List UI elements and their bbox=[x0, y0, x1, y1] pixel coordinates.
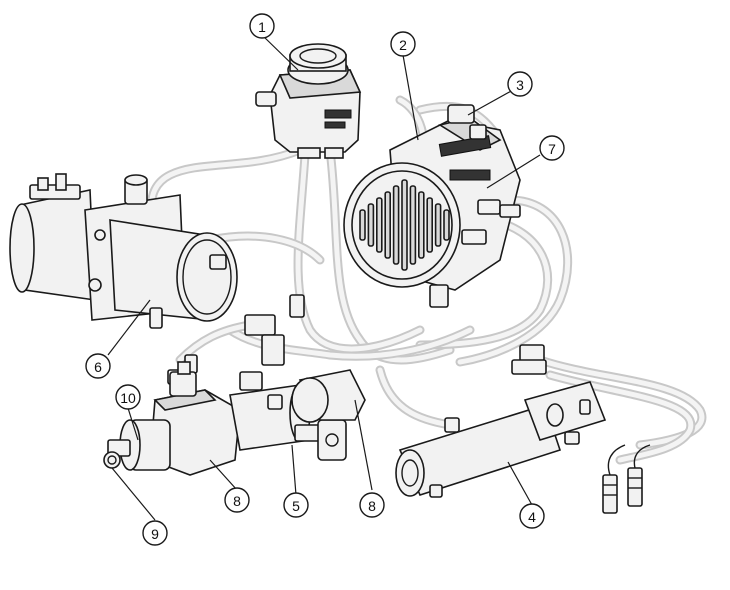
grille-slat bbox=[367, 203, 375, 247]
grille-slat bbox=[392, 185, 400, 265]
callout-group: 1 2 3 4 5 6 7 8 8 9 10 bbox=[85, 13, 565, 546]
callout-9: 9 bbox=[142, 520, 168, 546]
callout-label: 8 bbox=[233, 493, 241, 509]
callout-6: 6 bbox=[85, 353, 111, 379]
callout-label: 4 bbox=[528, 509, 536, 525]
callout-circle bbox=[519, 503, 545, 529]
callout-7: 7 bbox=[539, 135, 565, 161]
grille-slat bbox=[426, 197, 434, 253]
leader-8b bbox=[354, 399, 373, 491]
fan-grille bbox=[359, 179, 450, 271]
callout-4: 4 bbox=[519, 503, 545, 529]
callout-circle bbox=[249, 13, 275, 39]
callout-label: 5 bbox=[292, 498, 300, 514]
grille-slat bbox=[443, 209, 450, 241]
callout-circle bbox=[390, 31, 416, 57]
callout-circle bbox=[283, 492, 309, 518]
leader-2 bbox=[402, 54, 419, 141]
grille-slat bbox=[401, 179, 408, 271]
grille-slat bbox=[375, 197, 383, 253]
leader-lines bbox=[107, 34, 541, 521]
leader-6 bbox=[107, 299, 151, 356]
callout-2: 2 bbox=[390, 31, 416, 57]
hose-network bbox=[147, 95, 707, 465]
leader-9 bbox=[111, 467, 156, 521]
leader-3 bbox=[467, 89, 514, 116]
cylinder-large bbox=[395, 381, 607, 498]
grille-slat bbox=[384, 191, 392, 259]
callout-circle bbox=[539, 135, 565, 161]
grille-slat bbox=[359, 209, 366, 241]
leader-1 bbox=[261, 34, 299, 71]
callout-label: 6 bbox=[94, 359, 102, 375]
callout-5: 5 bbox=[283, 492, 309, 518]
callout-circle bbox=[142, 520, 168, 546]
callout-label: 8 bbox=[368, 498, 376, 514]
motor-assembly bbox=[9, 173, 238, 329]
callout-circle bbox=[507, 71, 533, 97]
leader-8a bbox=[209, 459, 238, 491]
callout-circle bbox=[359, 492, 385, 518]
callout-label: 2 bbox=[399, 37, 407, 53]
callout-1: 1 bbox=[249, 13, 275, 39]
callout-8a: 8 bbox=[224, 487, 250, 513]
callout-circle bbox=[224, 487, 250, 513]
pump-unit bbox=[343, 104, 521, 308]
cylinder-small bbox=[229, 369, 366, 461]
callout-label: 9 bbox=[151, 526, 159, 542]
callout-10: 10 bbox=[115, 384, 141, 410]
callout-label: 7 bbox=[548, 141, 556, 157]
callout-3: 3 bbox=[507, 71, 533, 97]
reservoir bbox=[255, 43, 362, 159]
callout-circle bbox=[85, 353, 111, 379]
grille-slat bbox=[409, 185, 417, 265]
hydraulic-motor bbox=[103, 361, 241, 476]
callout-circle bbox=[115, 384, 141, 410]
leader-4 bbox=[507, 461, 533, 506]
leader-10 bbox=[127, 407, 139, 441]
grille-slat bbox=[434, 203, 442, 247]
callout-label: 1 bbox=[258, 19, 266, 35]
grille-slat bbox=[417, 191, 425, 259]
leader-5 bbox=[291, 444, 297, 496]
callout-label: 10 bbox=[120, 390, 136, 406]
callout-8b: 8 bbox=[359, 492, 385, 518]
callout-label: 3 bbox=[516, 77, 524, 93]
hose-end-fittings bbox=[602, 444, 651, 514]
leader-7 bbox=[486, 154, 541, 189]
